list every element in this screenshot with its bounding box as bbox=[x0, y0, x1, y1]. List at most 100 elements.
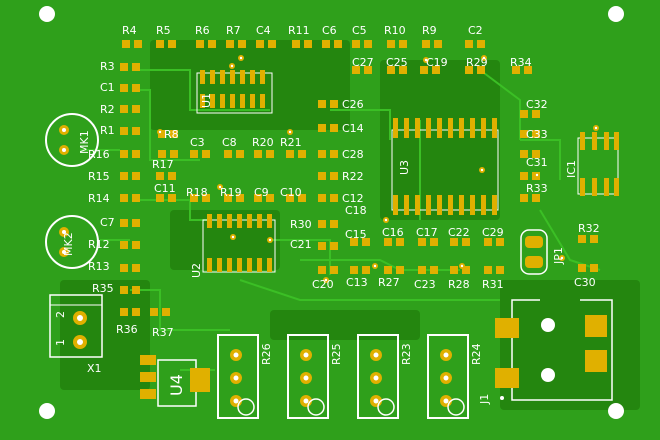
label-r12: R12 bbox=[88, 238, 110, 251]
label-c16: C16 bbox=[382, 226, 404, 239]
smd-pad bbox=[254, 194, 262, 202]
copper-pour-relief bbox=[60, 40, 640, 410]
smd-pad bbox=[156, 40, 164, 48]
smd-pad bbox=[132, 308, 140, 316]
smd-pad bbox=[590, 235, 598, 243]
via-hole bbox=[594, 126, 598, 130]
smd-pad bbox=[132, 105, 140, 113]
smd-pad bbox=[384, 266, 392, 274]
via-hole bbox=[158, 130, 162, 134]
smd-pad bbox=[465, 66, 473, 74]
label-r28: R28 bbox=[448, 278, 470, 291]
smd-pad bbox=[268, 40, 276, 48]
smd-pad bbox=[430, 238, 438, 246]
via-hole bbox=[535, 173, 539, 177]
label-c3: C3 bbox=[190, 136, 205, 149]
label-c28: C28 bbox=[342, 148, 364, 161]
smd-pad bbox=[298, 150, 306, 158]
smd-pad bbox=[162, 308, 170, 316]
smd-pad bbox=[170, 150, 178, 158]
smd-pad bbox=[170, 130, 178, 138]
smd-pad bbox=[120, 84, 128, 92]
smd-pad bbox=[238, 40, 246, 48]
smd-pad bbox=[484, 266, 492, 274]
label-c32: C32 bbox=[526, 98, 548, 111]
mounting-hole-bottom-right bbox=[608, 403, 624, 419]
smd-pad bbox=[120, 127, 128, 135]
label-r6: R6 bbox=[195, 24, 210, 37]
smd-pad bbox=[134, 40, 142, 48]
label-c19: C19 bbox=[426, 56, 448, 69]
via-hole bbox=[373, 264, 377, 268]
label-c9: C9 bbox=[254, 186, 269, 199]
jumper-jp1: JP1 bbox=[520, 229, 565, 275]
mounting-hole-top-left bbox=[39, 6, 55, 22]
smd-pad bbox=[520, 150, 528, 158]
smd-pad bbox=[120, 286, 128, 294]
label-j1: J1 bbox=[478, 394, 491, 405]
smd-pad bbox=[396, 238, 404, 246]
label-r18: R18 bbox=[186, 186, 208, 199]
label-c29: C29 bbox=[482, 226, 504, 239]
label-c8: C8 bbox=[222, 136, 237, 149]
label-r31: R31 bbox=[482, 278, 504, 291]
regulator-u4: U4 bbox=[140, 355, 210, 407]
label-r37: R37 bbox=[152, 326, 174, 339]
label-r1: R1 bbox=[100, 124, 115, 137]
smd-pad bbox=[496, 238, 504, 246]
label-c33: C33 bbox=[526, 128, 548, 141]
label-r32: R32 bbox=[578, 222, 600, 235]
smd-pad bbox=[512, 66, 520, 74]
smd-pad bbox=[156, 194, 164, 202]
smd-pad bbox=[132, 194, 140, 202]
smd-pad bbox=[434, 40, 442, 48]
label-c13: C13 bbox=[346, 276, 368, 289]
via-hole bbox=[231, 235, 235, 239]
smd-pad bbox=[202, 194, 210, 202]
smd-pad bbox=[190, 150, 198, 158]
label-r17: R17 bbox=[152, 158, 174, 171]
smd-pad bbox=[120, 194, 128, 202]
smd-pad bbox=[132, 63, 140, 71]
smd-pad bbox=[322, 40, 330, 48]
label-c10: C10 bbox=[280, 186, 302, 199]
via-hole bbox=[218, 185, 222, 189]
smd-pad bbox=[120, 219, 128, 227]
smd-pad bbox=[465, 40, 473, 48]
ic-u1: U1 bbox=[196, 70, 273, 114]
smd-pad bbox=[196, 40, 204, 48]
label-r10: R10 bbox=[384, 24, 406, 37]
via-hole bbox=[384, 218, 388, 222]
label-c20: C20 bbox=[312, 278, 334, 291]
label-r25: R25 bbox=[330, 343, 343, 365]
servo-connector-r24: R24 bbox=[427, 334, 483, 419]
label-c30: C30 bbox=[574, 276, 596, 289]
smd-pad bbox=[236, 150, 244, 158]
label-r35: R35 bbox=[92, 282, 114, 295]
smd-pad bbox=[120, 172, 128, 180]
label-r33: R33 bbox=[526, 182, 548, 195]
smd-pad bbox=[120, 63, 128, 71]
via-hole bbox=[239, 56, 243, 60]
smd-pad bbox=[236, 194, 244, 202]
smd-pad bbox=[202, 150, 210, 158]
smd-pad bbox=[420, 66, 428, 74]
label-r7: R7 bbox=[226, 24, 241, 37]
label-r9: R9 bbox=[422, 24, 437, 37]
smd-pad bbox=[387, 40, 395, 48]
label-mk1: MK1 bbox=[78, 130, 91, 154]
microphone-mk1: MK1 bbox=[45, 113, 99, 167]
smd-pad bbox=[350, 266, 358, 274]
smd-pad bbox=[318, 194, 326, 202]
smd-pad bbox=[132, 219, 140, 227]
smd-pad bbox=[590, 264, 598, 272]
via-hole bbox=[482, 56, 486, 60]
smd-pad bbox=[450, 238, 458, 246]
label-mk2: MK2 bbox=[62, 232, 75, 256]
label-c31: C31 bbox=[526, 156, 548, 169]
smd-pad bbox=[430, 266, 438, 274]
via-hole bbox=[230, 64, 234, 68]
smd-pad bbox=[120, 241, 128, 249]
smd-pad bbox=[330, 124, 338, 132]
